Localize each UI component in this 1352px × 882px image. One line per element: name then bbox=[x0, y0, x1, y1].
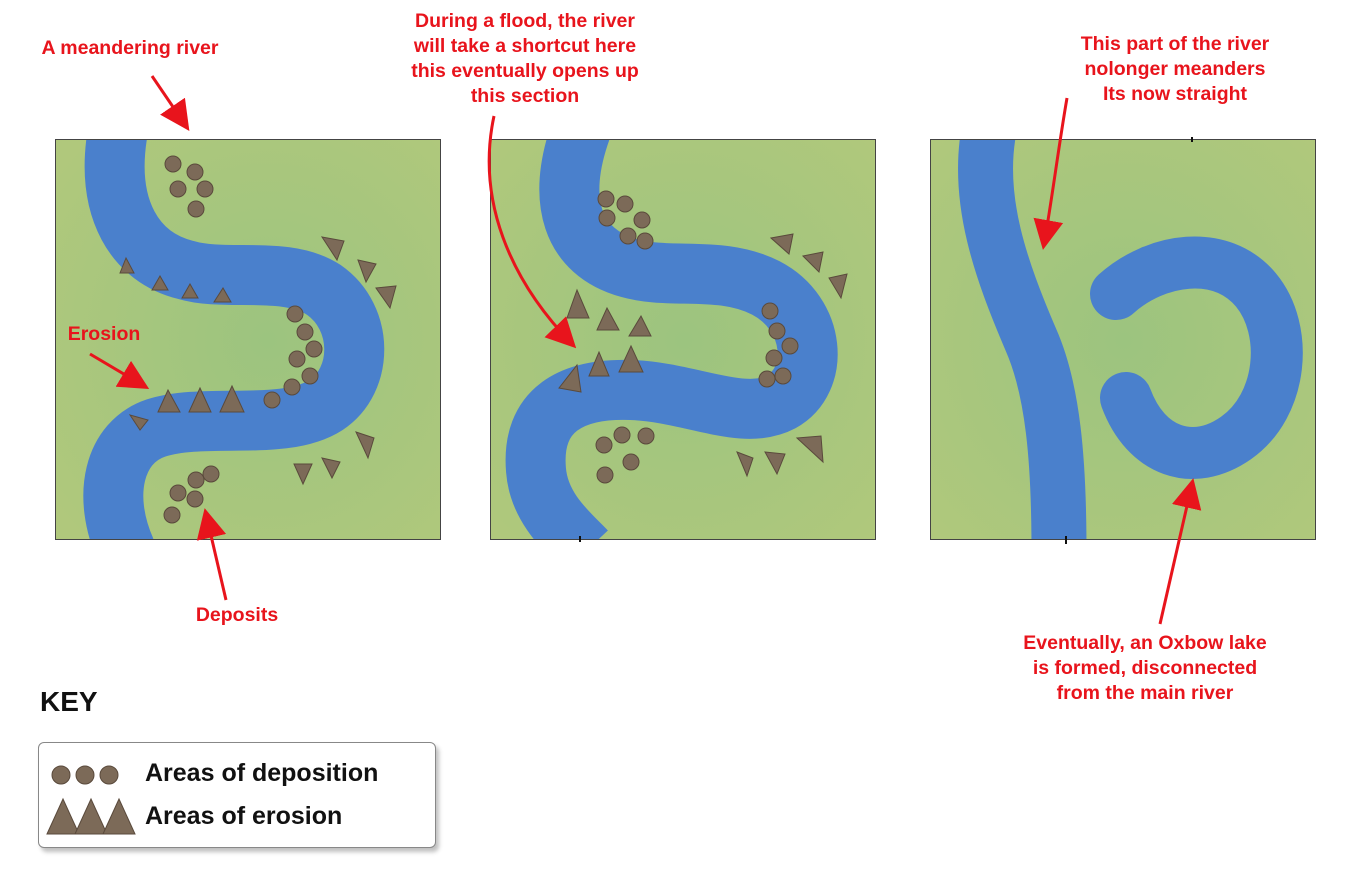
key-erosion-label: Areas of erosion bbox=[145, 802, 343, 830]
panel-oxbow-lake bbox=[930, 139, 1316, 540]
label-meandering-river: A meandering river bbox=[41, 37, 219, 59]
arrow-meandering bbox=[150, 75, 190, 131]
label-oxbow-lake: Eventually, an Oxbow lake is formed, dis… bbox=[1023, 632, 1267, 704]
river bbox=[83, 140, 385, 539]
label-erosion: Erosion bbox=[67, 323, 141, 345]
key-deposition-label: Areas of deposition bbox=[145, 759, 379, 787]
oxbow-lake bbox=[1090, 236, 1303, 479]
label-deposits: Deposits bbox=[195, 604, 279, 626]
deposit-cluster bbox=[163, 155, 323, 524]
key-title: KEY bbox=[40, 686, 98, 717]
main-river-straight bbox=[958, 140, 1087, 539]
deposit-cluster bbox=[595, 190, 799, 484]
river bbox=[505, 140, 838, 539]
erosion-markers bbox=[119, 236, 397, 486]
key-legend: Areas of deposition Areas of erosion bbox=[38, 742, 436, 848]
deposition-icon bbox=[51, 765, 119, 785]
label-straight-river: This part of the river nolonger meanders… bbox=[1080, 33, 1270, 105]
panel-flood-shortcut bbox=[490, 139, 876, 540]
erosion-icon bbox=[46, 797, 136, 835]
label-flood-shortcut: During a flood, the river will take a sh… bbox=[411, 10, 639, 107]
panel-meandering-river bbox=[55, 139, 441, 540]
